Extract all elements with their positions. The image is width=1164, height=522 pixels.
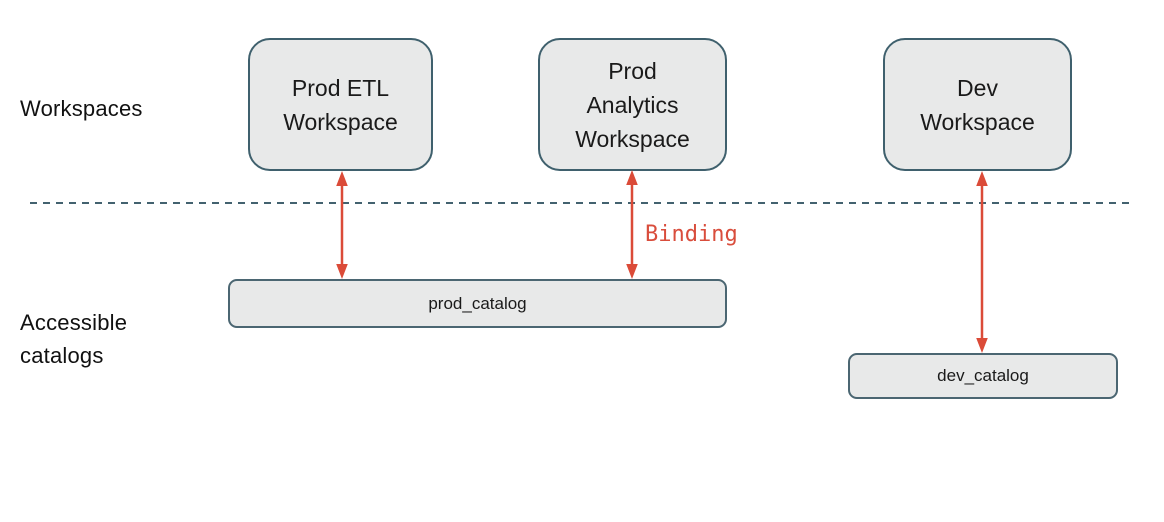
node-prod-etl-workspace-label: Prod ETL Workspace [283, 74, 398, 135]
arrow-dev-to-dev-catalog-icon [976, 171, 988, 353]
arrow-prod-analytics-to-prod-catalog-icon [626, 170, 638, 279]
node-prod-etl-workspace: Prod ETL Workspace [248, 38, 433, 171]
workspaces-row-label: Workspaces [20, 96, 143, 121]
node-prod-catalog: prod_catalog [228, 279, 727, 328]
node-dev-workspace: Dev Workspace [883, 38, 1072, 171]
workspace-catalog-separator-line [30, 202, 1133, 204]
node-prod-analytics-workspace: Prod Analytics Workspace [538, 38, 727, 171]
binding-annotation-label: Binding [645, 222, 738, 247]
arrow-prod-etl-to-prod-catalog-icon [336, 171, 348, 279]
node-prod-analytics-workspace-label: Prod Analytics Workspace [575, 57, 690, 152]
accessible-catalogs-row-label: Accessible catalogs [20, 310, 128, 368]
node-prod-catalog-label: prod_catalog [428, 293, 527, 313]
node-dev-catalog: dev_catalog [848, 353, 1118, 399]
node-dev-catalog-label: dev_catalog [937, 366, 1029, 385]
node-dev-workspace-label: Dev Workspace [920, 74, 1035, 135]
